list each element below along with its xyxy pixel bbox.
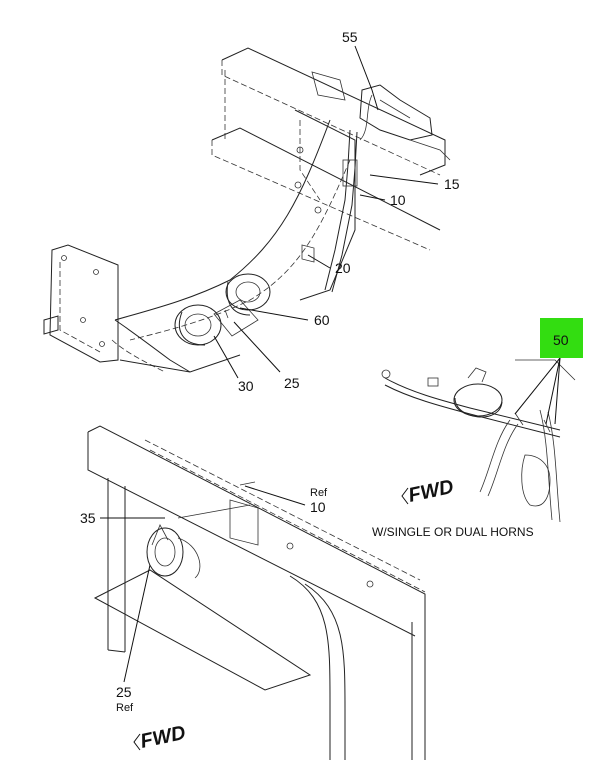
lower-support-assembly (87, 425, 426, 760)
callout-labels: 55 15 10 20 60 30 25 50 Ref 10 35 25 Ref (80, 29, 583, 714)
callout-ref-10-label: Ref (310, 487, 328, 499)
callout-50: 50 (553, 332, 569, 348)
callout-60: 60 (314, 312, 330, 328)
callout-30: 30 (238, 378, 254, 394)
fwd-indicator-bottom: FWD (133, 722, 188, 753)
callout-50-highlight (540, 318, 583, 358)
callout-55: 55 (342, 29, 358, 45)
fwd-arrow-icon (133, 733, 141, 751)
callout-15: 15 (444, 176, 460, 192)
callout-ref-10: 10 (310, 499, 326, 515)
callout-ref-25-label: Ref (116, 702, 134, 714)
fwd-arrow-icon (401, 487, 409, 505)
callout-ref-25: 25 (116, 684, 132, 700)
callout-25: 25 (284, 375, 300, 391)
fwd-label-bottom: FWD (138, 722, 187, 753)
leader-lines (100, 45, 561, 683)
fwd-indicator-right: FWD (401, 476, 456, 507)
callout-20: 20 (335, 260, 351, 276)
fwd-label-right: FWD (406, 476, 455, 507)
diagram-caption: W/SINGLE OR DUAL HORNS (372, 525, 534, 539)
callout-35: 35 (80, 510, 96, 526)
callout-10: 10 (390, 192, 406, 208)
single-dual-horn-detail (381, 359, 576, 523)
frame-rail-assembly (43, 47, 451, 373)
